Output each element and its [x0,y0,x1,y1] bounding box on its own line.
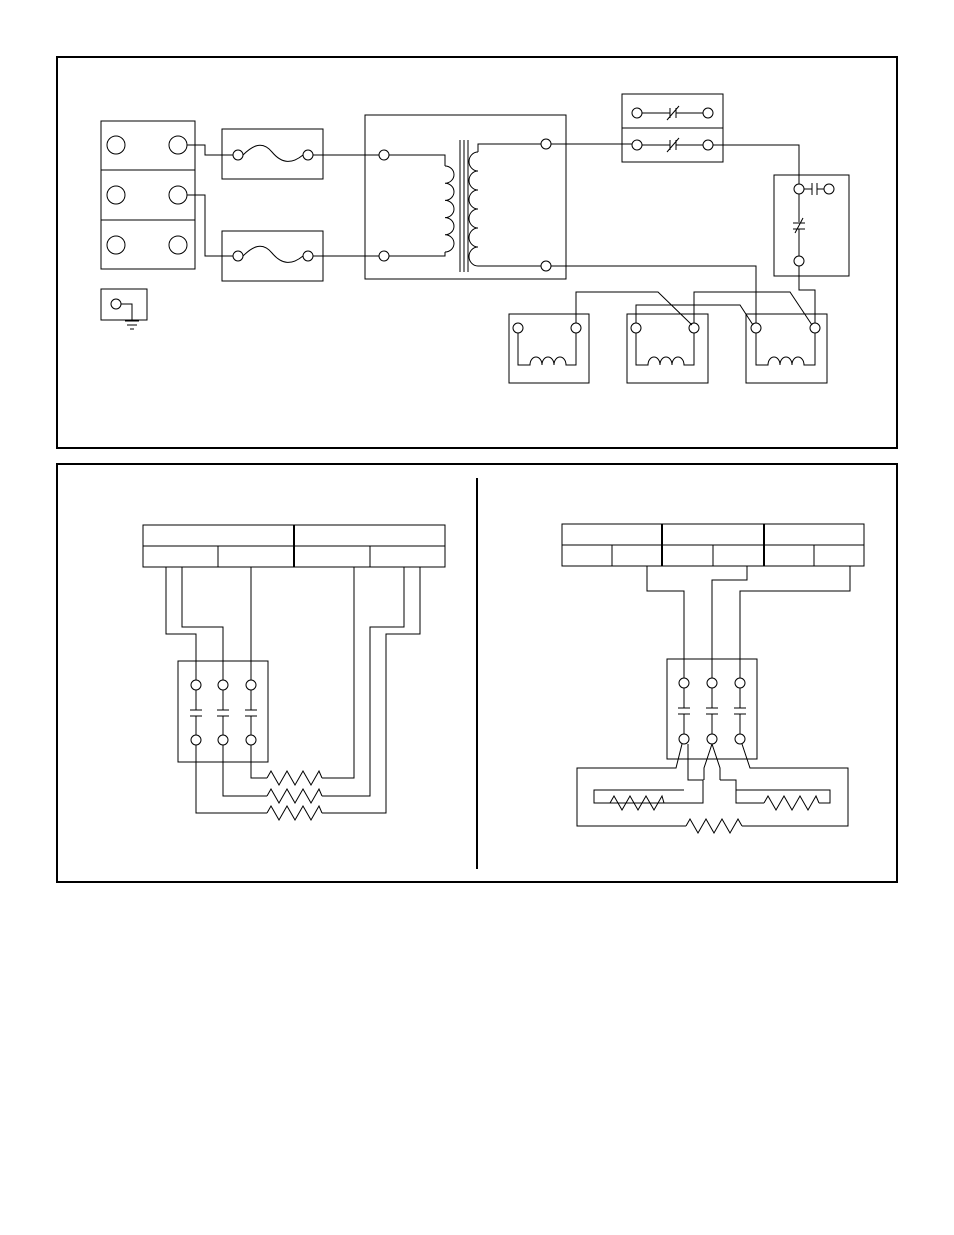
limit-switch-2 [632,138,713,152]
terminal-3 [107,186,125,204]
wire-terminal-to-fuse-1 [187,145,233,155]
line-wire-l2 [712,566,747,678]
resistor-3 [686,819,742,833]
fuse-1 [222,129,323,179]
jumper-coil-1-to-coil-2 [576,292,692,325]
line-wire-1b [182,567,223,680]
primary-winding [445,166,454,252]
relay-coil-1 [509,314,589,383]
relay-coil-2 [627,314,708,383]
terminal-strip-left [143,525,445,567]
limit-switch-1 [632,106,713,120]
three-phase-delta-heater-wiring [562,524,864,833]
control-circuit-panel [57,57,897,448]
fuse-element [243,145,303,161]
limit-switch-block [622,94,723,162]
single-phase-heater-wiring [143,525,445,820]
transformer [365,115,566,279]
primary-terminal-1 [379,150,389,160]
primary-terminal-2 [379,251,389,261]
resistor-1 [251,567,354,785]
secondary-terminal-1 [541,139,551,149]
relay-coil-3 [746,314,827,383]
heater-wiring-panel [57,464,897,882]
resistor-2 [764,796,819,810]
contact-pole [734,678,746,744]
terminal-4 [169,186,187,204]
relay-contact [774,175,849,276]
contact-pole [217,680,229,745]
terminal-strip-right [562,524,864,566]
terminal-block [101,121,195,269]
jumper-coil-2-to-coil-3 [694,292,812,325]
resistor-3 [196,567,420,820]
secondary-terminal-2 [541,261,551,271]
ground-terminal [101,289,147,329]
delta-heater-loop [577,744,848,833]
wire-limit-switch-to-relay [713,145,799,184]
contact-pole [678,678,690,744]
resistor-2 [223,567,404,803]
contact-pole [245,680,257,745]
terminal-2 [169,136,187,154]
contact-pole [190,680,202,745]
terminal-6 [169,236,187,254]
fuse-element [243,246,303,262]
line-wire-1 [166,567,196,680]
wire-terminal-to-fuse-2 [187,195,233,256]
terminal-1 [107,136,125,154]
line-wire-l1 [647,566,684,678]
fuse-2 [222,231,323,281]
secondary-winding [469,152,478,266]
contact-pole [706,678,718,744]
terminal-5 [107,236,125,254]
